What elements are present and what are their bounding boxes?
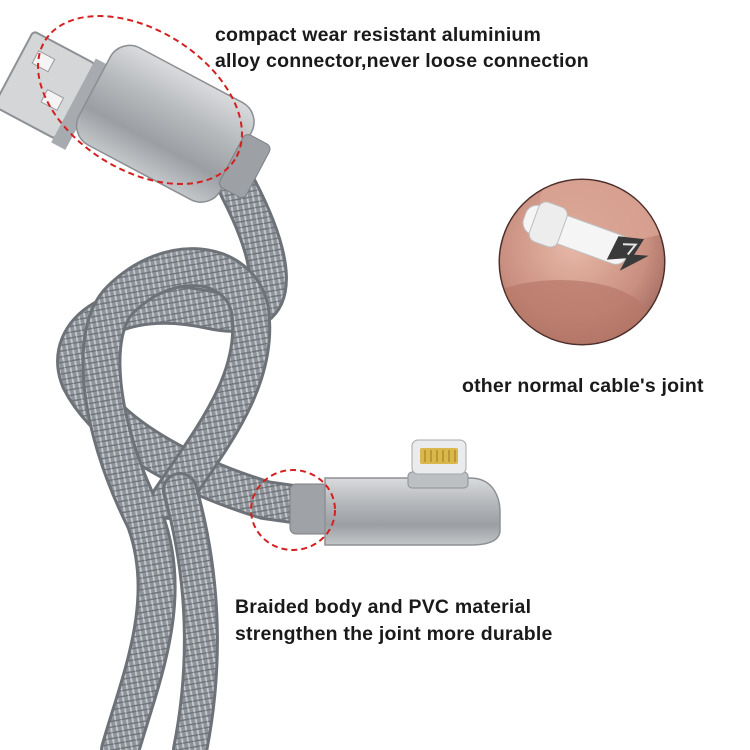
caption-bottom: Braided body and PVC material strengthen… [235,594,553,648]
braided-cable [56,168,320,750]
caption-top-line-1: compact wear resistant aluminium [215,24,542,46]
caption-middle: other normal cable's joint [462,375,704,397]
caption-bottom-line-1: Braided body and PVC material [235,596,532,618]
highlight-ellipse-joint [250,469,336,551]
highlight-ellipse-top [37,15,243,185]
caption-top: compact wear resistant aluminium alloy c… [215,22,589,74]
caption-bottom-line-2: strengthen the joint more durable [235,623,553,645]
caption-top-line-2: alloy connector,never loose connection [215,50,589,72]
broken-cable-inset-photo [498,178,666,346]
lightning-connector [289,439,501,546]
